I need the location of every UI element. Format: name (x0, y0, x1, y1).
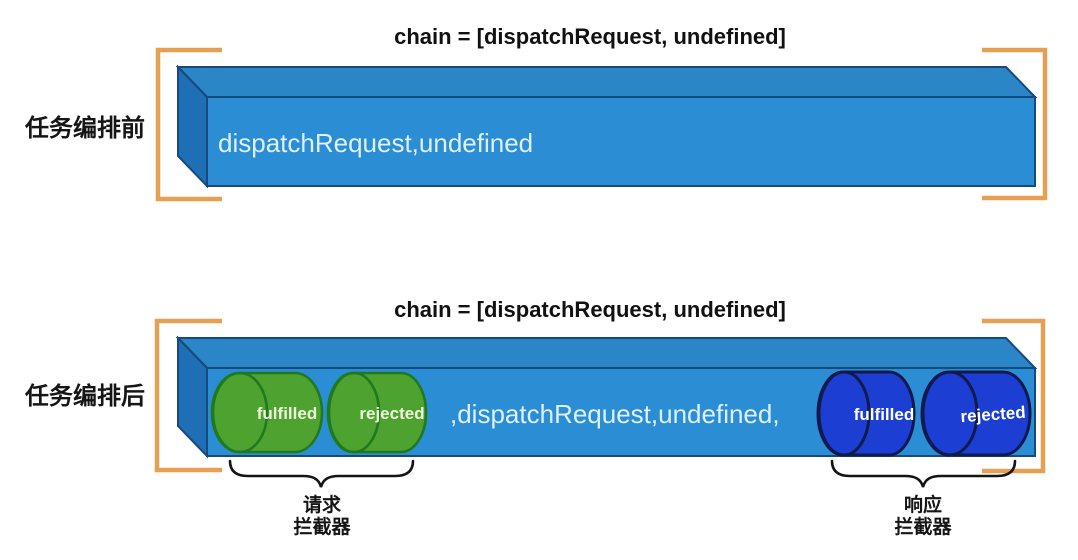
request-brace-label-line2: 拦截器 (293, 515, 351, 538)
request-fulfilled-cylinder: fulfilled (210, 371, 324, 454)
response-rejected-cylinder: rejected (920, 370, 1032, 457)
before-chain-box: dispatchRequest,undefined (175, 64, 1038, 189)
cylinder-cap-icon (211, 371, 269, 454)
after-box-text: ,dispatchRequest,undefined, (450, 399, 780, 429)
response-brace-icon (830, 459, 1017, 488)
after-section: chain = [dispatchRequest, undefined] 任务编… (24, 297, 1046, 538)
response-fulfilled-label: fulfilled (854, 405, 914, 424)
before-box-text: dispatchRequest,undefined (218, 128, 533, 158)
response-brace-label-line2: 拦截器 (894, 515, 952, 538)
request-fulfilled-label: fulfilled (257, 404, 317, 423)
cylinder-cap-icon (921, 370, 979, 457)
response-brace-label-line1: 响应 (904, 493, 942, 516)
before-side-label: 任务编排前 (24, 114, 145, 142)
before-box-front-face (206, 96, 1036, 187)
after-title: chain = [dispatchRequest, undefined] (394, 297, 786, 322)
request-brace-label-line1: 请求 (303, 493, 342, 516)
request-interceptor-cylinders: fulfilled rejected (210, 371, 428, 454)
request-brace-icon (228, 459, 415, 488)
response-interceptor-annotation: 响应 拦截器 (830, 459, 1017, 538)
response-interceptor-cylinders: fulfilled rejected (816, 370, 1032, 457)
request-rejected-cylinder: rejected (326, 371, 428, 454)
cylinder-cap-icon (327, 371, 381, 454)
before-right-bracket-icon (982, 47, 1048, 201)
before-left-bracket-icon (155, 47, 222, 202)
before-section: chain = [dispatchRequest, undefined] 任务编… (24, 24, 1048, 202)
request-interceptor-annotation: 请求 拦截器 (228, 459, 415, 538)
response-rejected-label: rejected (960, 403, 1026, 427)
cylinder-cap-icon (817, 370, 871, 457)
before-title: chain = [dispatchRequest, undefined] (394, 24, 786, 49)
after-side-label: 任务编排后 (24, 382, 145, 410)
before-box-top-face (175, 66, 1038, 98)
after-left-bracket-icon (154, 318, 222, 473)
request-rejected-label: rejected (359, 404, 424, 423)
response-fulfilled-cylinder: fulfilled (816, 370, 916, 457)
after-box-top-face (175, 337, 1038, 369)
